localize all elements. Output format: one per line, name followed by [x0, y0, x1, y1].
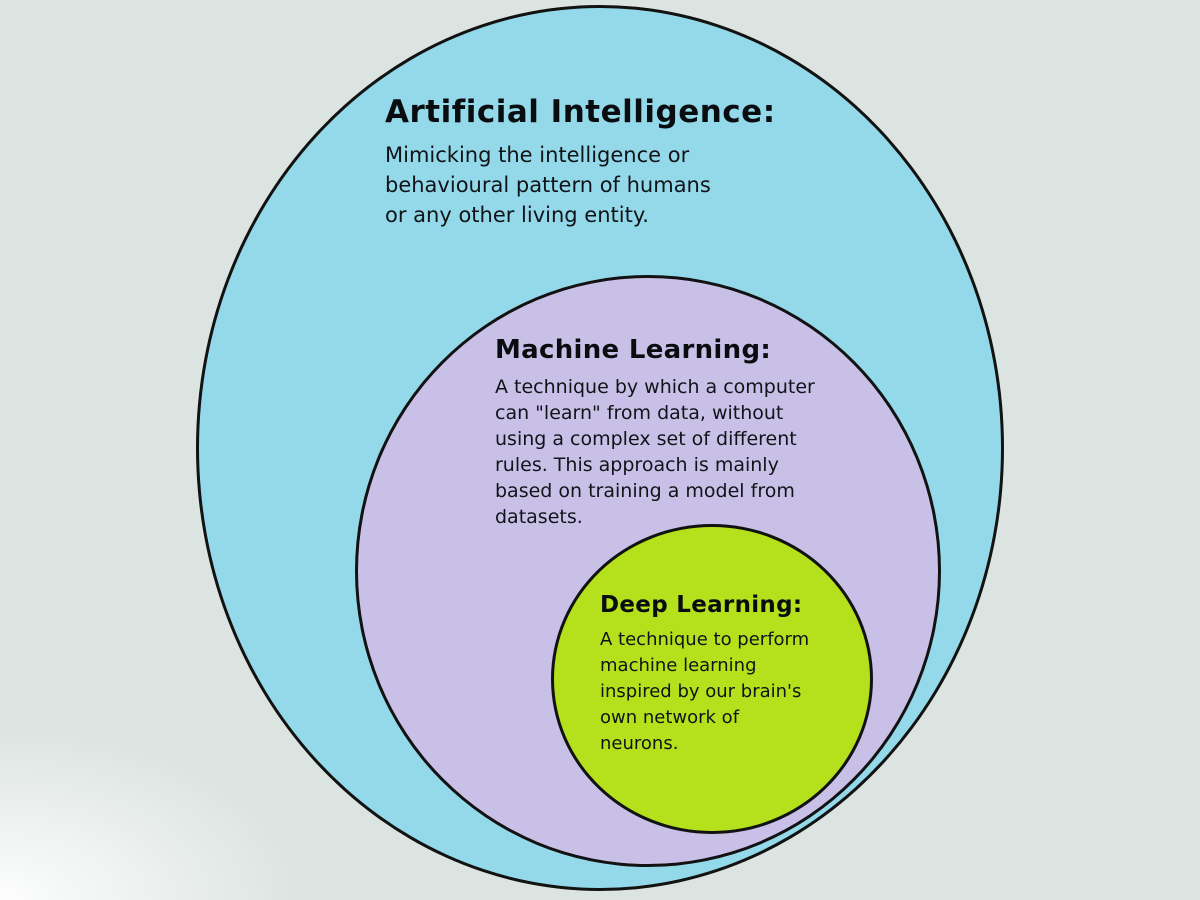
artificial-intelligence-title: Artificial Intelligence:	[385, 94, 776, 130]
deep-learning-description: A technique to perform machine learning …	[600, 629, 810, 754]
artificial-intelligence-description: Mimicking the intelligence or behavioura…	[385, 143, 711, 227]
machine-learning-title: Machine Learning:	[495, 335, 772, 365]
machine-learning-label: Machine Learning: A technique by which a…	[495, 335, 815, 530]
machine-learning-description: A technique by which a computer can "lea…	[495, 376, 815, 528]
deep-learning-circle	[551, 524, 873, 834]
deep-learning-title: Deep Learning:	[600, 592, 803, 618]
artificial-intelligence-label: Artificial Intelligence: Mimicking the i…	[385, 94, 776, 230]
deep-learning-label: Deep Learning: A technique to perform ma…	[600, 592, 809, 757]
